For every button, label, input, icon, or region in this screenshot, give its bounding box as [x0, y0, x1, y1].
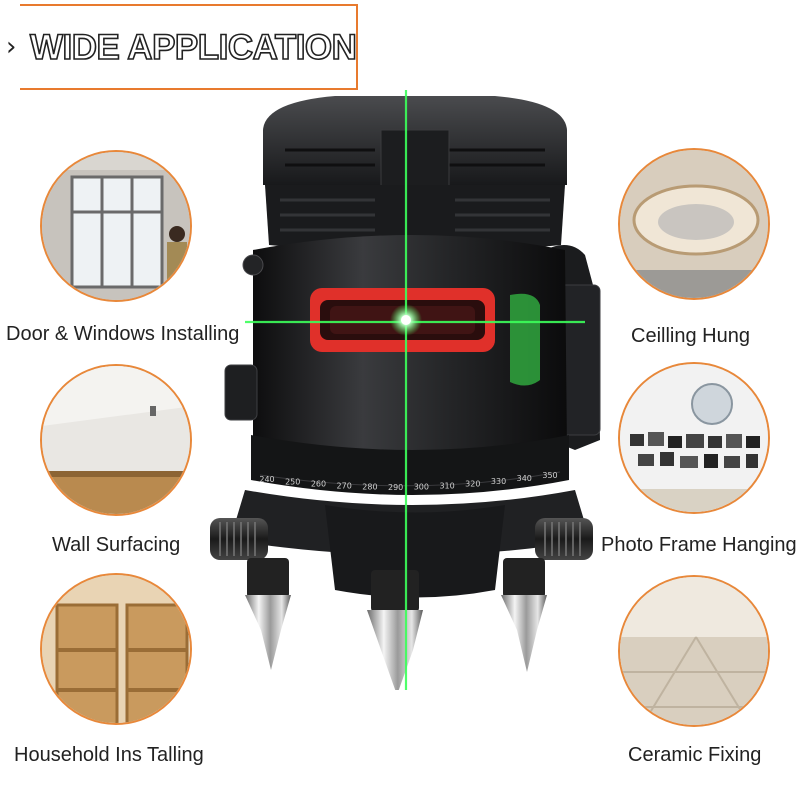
app-door-windows-image [40, 150, 192, 302]
device-vent-lines [280, 198, 550, 232]
rotation-scale: 240 250 260 270 280 290 300 310 320 330 340 350 [259, 471, 561, 492]
app-ceiling-image [618, 148, 770, 300]
shelf-scene-icon [42, 575, 190, 723]
laser-level-device: 240 250 260 270 280 290 300 310 320 330 340 350 [210, 90, 601, 690]
scale-tick-label: 340 [517, 474, 532, 483]
leg-center [367, 570, 423, 690]
app-photo-frame-image [618, 362, 770, 514]
app-wall-surfacing-image [40, 364, 192, 516]
device-upper-body [265, 185, 565, 253]
banner-frame [20, 4, 358, 90]
scale-tick-label: 300 [414, 483, 429, 492]
app-label-door-windows: Door & Windows Installing [6, 323, 240, 345]
scale-tick-label: 310 [439, 482, 454, 491]
leg-right [501, 558, 547, 672]
leg-left [245, 558, 291, 670]
scale-tick-label: 240 [259, 475, 274, 484]
tile-floor-scene-icon [620, 577, 768, 725]
window-scene-icon [42, 152, 190, 300]
app-label-ceramic: Ceramic Fixing [628, 744, 762, 766]
app-label-household: Household Ins Talling [14, 744, 204, 766]
page-title: WIDE APPLICATION [29, 28, 358, 67]
leveling-knob-right [535, 518, 593, 560]
ceiling-scene-icon [620, 150, 768, 298]
laser-lines [245, 90, 585, 690]
chevron-right-icon: › [6, 32, 17, 62]
scale-tick-label: 270 [337, 481, 352, 490]
scale-tick-label: 250 [285, 477, 300, 486]
device-lower-ring [251, 435, 569, 495]
left-side-knob [224, 364, 258, 421]
wall-scene-icon [42, 366, 190, 514]
scale-tick-label: 260 [311, 480, 326, 489]
leveling-knob-left [210, 518, 268, 560]
photo-wall-scene-icon [620, 364, 768, 512]
green-brand-label [510, 293, 540, 386]
scale-tick-label: 280 [362, 483, 377, 492]
app-label-photo-frame: Photo Frame Hanging [601, 534, 797, 556]
app-label-ceiling: Ceilling Hung [631, 325, 750, 347]
app-ceramic-image [618, 575, 770, 727]
app-household-image [40, 573, 192, 725]
scale-tick-label: 290 [388, 483, 403, 492]
scale-tick-label: 330 [491, 477, 506, 486]
app-label-wall-surfacing: Wall Surfacing [52, 534, 181, 556]
scale-tick-label: 350 [542, 471, 557, 480]
scale-tick-label: 320 [465, 480, 480, 489]
header-banner: › WIDE APPLICATION [0, 4, 358, 90]
